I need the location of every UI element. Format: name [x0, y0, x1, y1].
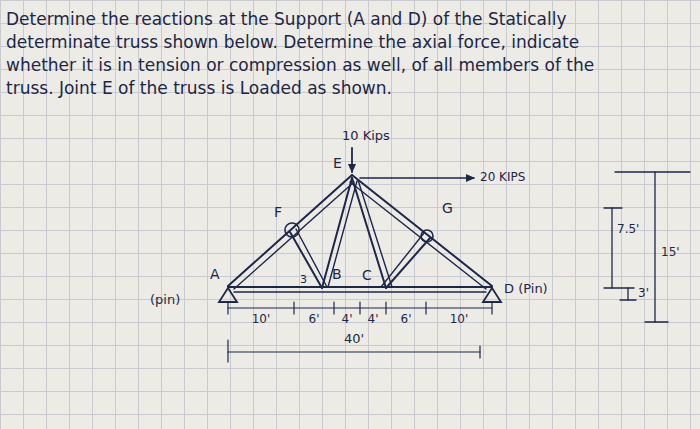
dimension-label: 40' — [344, 331, 364, 347]
support-label: (pin) — [150, 292, 180, 308]
joint-label: G — [442, 200, 453, 217]
joint-label: E — [333, 155, 342, 172]
support-label: D (Pin) — [504, 281, 548, 297]
dimension-label: 15' — [661, 245, 680, 259]
dimension-label: 4' — [342, 312, 353, 326]
joint-label: B — [332, 266, 342, 283]
slope-number: 3 — [300, 273, 307, 286]
load-label: 20 KIPS — [480, 170, 525, 184]
dimension-label: 10' — [252, 312, 271, 326]
dimension-label: 3' — [638, 286, 649, 300]
load-label: 10 Kips — [342, 128, 390, 144]
dimension-label: 6' — [401, 312, 412, 326]
dimension-label: 7.5' — [617, 222, 639, 236]
dimension-label: 6' — [309, 312, 320, 326]
joint-label: F — [274, 204, 282, 221]
problem-statement: Determine the reactions at the Support (… — [6, 8, 646, 100]
joint-label: A — [210, 266, 220, 283]
joint-label: C — [362, 267, 372, 284]
dimension-label: 10' — [450, 312, 469, 326]
dimension-label: 4' — [368, 312, 379, 326]
